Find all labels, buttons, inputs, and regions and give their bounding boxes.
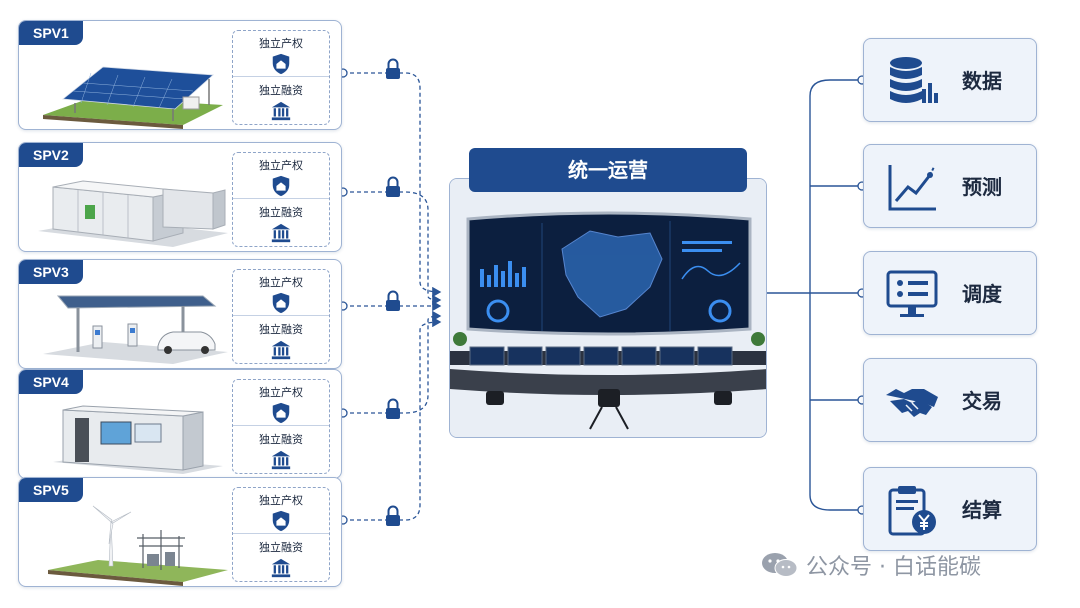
wechat-icon [762,553,798,577]
bank-icon [271,340,291,360]
wind-turbine-substation-illustration [48,505,228,586]
shield-home-icon [272,510,290,532]
independent-finance-label: 独立融资 [259,541,303,554]
control-room-panel [449,178,767,438]
shield-home-icon [272,292,290,314]
storage-container-illustration [53,405,223,474]
spv-tag: SPV4 [19,370,83,394]
spv-card-3: SPV3 独立产权 独立融资 [18,259,342,369]
function-card-trading: 交易 [863,358,1037,442]
independent-finance-label: 独立融资 [259,323,303,336]
dashboard-monitor-icon [886,270,938,317]
spv-tag: SPV1 [19,21,83,45]
independent-finance-label: 独立融资 [259,433,303,446]
rights-box: 独立产权 独立融资 [232,30,330,125]
lock-icon [385,290,401,312]
solar-farm-illustration [43,66,223,129]
clipboard-yuan-icon [888,486,936,536]
shield-home-icon [272,53,290,75]
function-label: 结算 [962,498,1002,522]
spv-tag: SPV5 [19,478,83,502]
property-rights-label: 独立产权 [259,386,303,399]
control-room-illustration [450,179,766,437]
property-rights-label: 独立产权 [259,37,303,50]
bank-icon [271,558,291,578]
property-rights-label: 独立产权 [259,494,303,507]
spv-card-5: SPV5 独立产权 独立融资 [18,477,342,587]
lock-icon [385,176,401,198]
function-card-forecast: 预测 [863,144,1037,228]
lock-icon [385,58,401,80]
spv-tag: SPV2 [19,143,83,167]
bank-icon [271,450,291,470]
spv-card-1: SPV1 独立产权 独立融资 [18,20,342,130]
property-rights-label: 独立产权 [259,159,303,172]
function-label: 数据 [962,69,1002,93]
shield-home-icon [272,402,290,424]
function-label: 调度 [962,282,1002,306]
handshake-icon [886,389,938,417]
spv-card-2: SPV2 独立产权 独立融资 [18,142,342,252]
watermark-text: 公众号 · 白话能碳 [806,555,981,580]
lock-icons [385,58,401,527]
database-chart-icon [890,57,938,103]
independent-finance-label: 独立融资 [259,206,303,219]
rights-box: 独立产权 独立融资 [232,269,330,364]
shield-home-icon [272,175,290,197]
property-rights-label: 独立产权 [259,276,303,289]
battery-storage-illustration [38,180,228,247]
unified-operations-title: 统一运营 [469,148,747,192]
function-card-settlement: 结算 [863,467,1037,551]
lock-icon [385,398,401,420]
spv-tag: SPV3 [19,260,83,284]
bank-icon [271,101,291,121]
rights-box: 独立产权 独立融资 [232,379,330,474]
bank-icon [271,223,291,243]
spv-card-4: SPV4 独立产权 独立融资 [18,369,342,479]
ev-charging-station-illustration [43,295,228,364]
function-card-dispatch: 调度 [863,251,1037,335]
independent-finance-label: 独立融资 [259,84,303,97]
function-card-data: 数据 [863,38,1037,122]
lock-icon [385,505,401,527]
function-label: 交易 [962,389,1002,413]
rights-box: 独立产权 独立融资 [232,152,330,247]
function-label: 预测 [962,175,1002,199]
rights-box: 独立产权 独立融资 [232,487,330,582]
watermark: 公众号 · 白话能碳 [760,551,981,580]
trend-chart-icon [888,165,936,211]
